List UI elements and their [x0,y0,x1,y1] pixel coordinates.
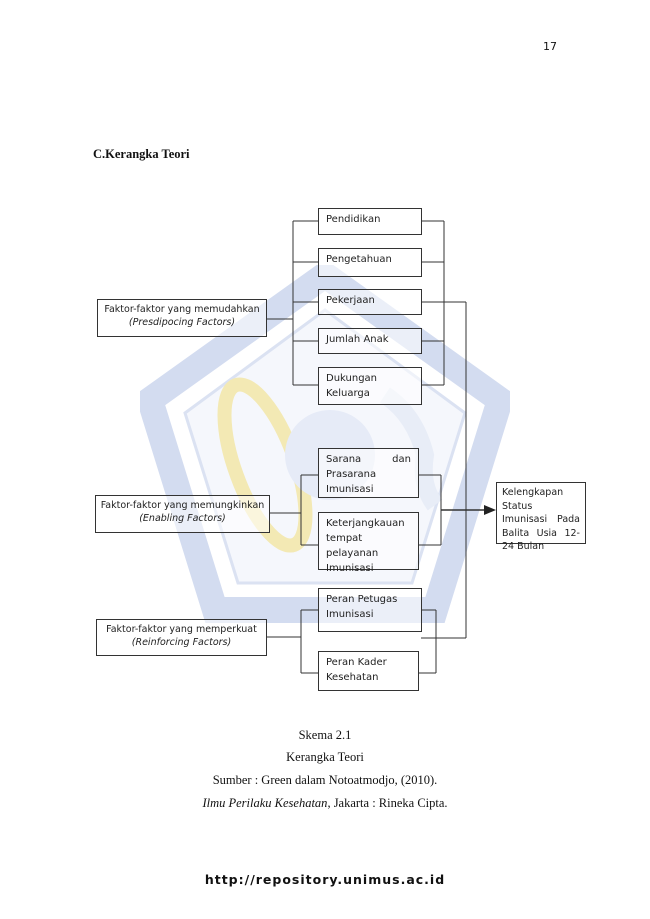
caption-schema-number: Skema 2.1 [298,728,352,742]
caption-source: Sumber : Green dalam Notoatmodjo, (2010)… [212,773,438,787]
factor-sublabel: (Reinforcing Factors) [131,637,232,648]
section-heading: C.Kerangka Teori [93,147,190,161]
factor-sublabel: (Enabling Factors) [139,513,226,524]
box-jumlah-anak: Jumlah Anak [318,328,422,354]
caption-title: Kerangka Teori [286,750,364,764]
reference-publisher: , Jakarta : Rineka Cipta. [327,796,448,810]
page-number: 17 [543,40,557,53]
factor-box-enabling: Faktor-faktor yang memungkinkan (Enablin… [95,495,270,533]
factor-box-predisposing: Faktor-faktor yang memudahkan (Presdipoc… [97,299,267,337]
factor-box-reinforcing: Faktor-faktor yang memperkuat (Reinforci… [96,619,267,656]
factor-sublabel: (Presdipocing Factors) [128,317,236,328]
outcome-box: Kelengkapan Status Imunisasi Pada Balita… [496,482,586,552]
caption-reference: Ilmu Perilaku Kesehatan, Jakarta : Rinek… [0,796,650,811]
factor-label: Faktor-faktor yang memudahkan [104,304,260,315]
reference-book-title: Ilmu Perilaku Kesehatan [202,796,328,810]
box-peran-kader: Peran Kader Kesehatan [318,651,419,691]
factor-label: Faktor-faktor yang memungkinkan [100,500,265,511]
box-sarana-prasarana: Sarana dan Prasarana Imunisasi [318,448,419,498]
box-pengetahuan: Pengetahuan [318,248,422,277]
factor-label: Faktor-faktor yang memperkuat [106,624,257,635]
box-pekerjaan: Pekerjaan [318,289,422,315]
box-dukungan-keluarga: Dukungan Keluarga [318,367,422,405]
box-keterjangkauan: Keterjangkauan tempat pelayanan Imunisas… [318,512,419,574]
box-pendidikan: Pendidikan [318,208,422,235]
box-peran-petugas: Peran Petugas Imunisasi [318,588,422,632]
footer-url[interactable]: http://repository.unimus.ac.id [204,872,446,887]
